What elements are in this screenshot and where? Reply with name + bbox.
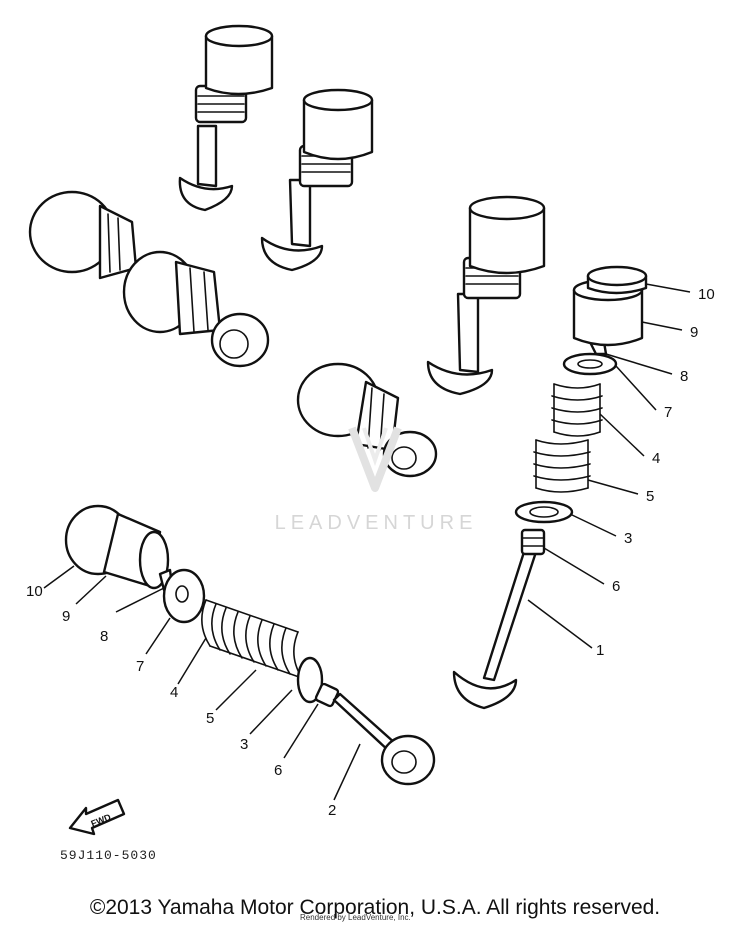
callout-left-8: 8	[100, 628, 108, 645]
spring-seat-3	[514, 500, 574, 524]
retainer-7-left	[162, 568, 206, 624]
callout-right-6: 6	[612, 578, 620, 595]
valve-1	[452, 550, 538, 710]
callout-right-4: 4	[652, 450, 660, 467]
forward-arrow-icon: FWD	[68, 798, 126, 836]
exploded-assembly-right	[452, 265, 648, 710]
valve-seal-6	[520, 528, 546, 556]
spring-seat-3-left	[296, 656, 324, 704]
callout-right-1: 1	[596, 642, 604, 659]
leader-lines	[43, 283, 691, 801]
rendered-by-note: Rendered by LeadVenture, Inc.	[300, 913, 411, 922]
callout-right-9: 9	[690, 324, 698, 341]
valve-assembly-top-left	[178, 24, 274, 212]
callout-left-3: 3	[240, 736, 248, 753]
leadventure-watermark: LEADVENTURE	[274, 512, 478, 534]
valve-assembly-left-tilted-1	[28, 190, 138, 280]
valve-assembly-diagram: 10 9 8 7 4 5 3 6 1 10 9 8 7 4 5 3 6 2 FW…	[26, 24, 715, 836]
copyright-notice: ©2013 Yamaha Motor Corporation, U.S.A. A…	[89, 896, 661, 919]
springs-4-5-left	[201, 599, 303, 679]
callout-right-3: 3	[624, 530, 632, 547]
callout-left-9: 9	[62, 608, 70, 625]
callout-right-7: 7	[664, 404, 672, 421]
exploded-assembly-left	[64, 504, 436, 786]
pad-10	[586, 265, 648, 295]
outer-spring-5	[533, 439, 591, 493]
valve-assembly-center-tilted	[296, 362, 438, 478]
leadventure-logo-icon	[348, 426, 402, 492]
callout-left-7: 7	[136, 658, 144, 675]
callout-left-4: 4	[170, 684, 178, 701]
valve-assembly-right-upper	[426, 195, 546, 396]
callout-numbers: 10 9 8 7 4 5 3 6 1 10 9 8 7 4 5 3 6 2	[26, 286, 715, 819]
callout-right-5: 5	[646, 488, 654, 505]
callout-left-10: 10	[26, 583, 43, 600]
diagram-code: 59J110-5030	[60, 848, 157, 863]
valve-assembly-top-middle	[260, 88, 374, 272]
callout-left-6: 6	[274, 762, 282, 779]
callout-left-5: 5	[206, 710, 214, 727]
callout-right-10: 10	[698, 286, 715, 303]
callout-right-8: 8	[680, 368, 688, 385]
valve-assembly-left-tilted-2	[122, 250, 270, 368]
callout-left-2: 2	[328, 802, 336, 819]
retainer-7	[562, 352, 618, 376]
valve-2	[332, 692, 436, 786]
inner-spring-4	[551, 383, 603, 437]
